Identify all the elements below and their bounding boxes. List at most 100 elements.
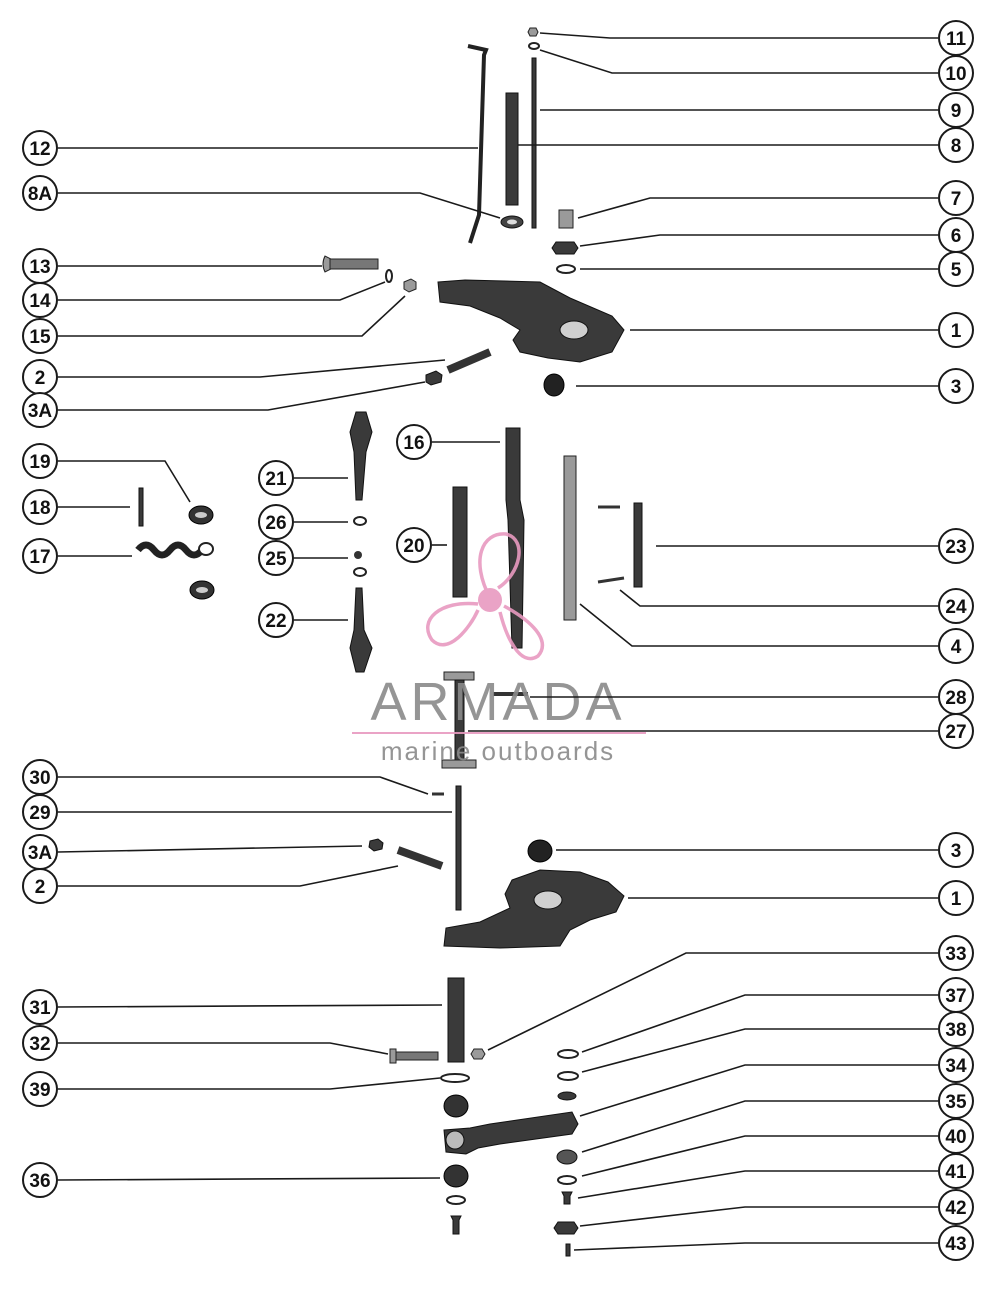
svg-text:23: 23 [945, 537, 966, 558]
callout-9: 9 [938, 92, 974, 128]
part-2-stud-bot [396, 846, 444, 870]
svg-text:14: 14 [29, 291, 51, 312]
svg-text:22: 22 [265, 611, 286, 632]
svg-text:16: 16 [403, 433, 424, 454]
part-34-lever [443, 1111, 579, 1155]
part-14-washer [385, 269, 393, 283]
callout-40: 40 [938, 1118, 974, 1154]
callout-8: 8 [938, 127, 974, 163]
callout-10: 10 [938, 55, 974, 91]
leader-39 [58, 1077, 441, 1090]
part-3a-nut-bot [368, 838, 384, 852]
leader-30 [58, 776, 429, 795]
part-22-link [349, 587, 373, 673]
callout-6: 6 [938, 217, 974, 253]
callout-17: 17 [22, 538, 58, 574]
callout-22: 22 [258, 602, 294, 638]
callout-7: 7 [938, 180, 974, 216]
svg-text:24: 24 [945, 597, 967, 618]
svg-text:34: 34 [945, 1056, 967, 1077]
callout-28: 28 [938, 679, 974, 715]
callout-2-top: 2 [22, 359, 58, 395]
svg-text:2: 2 [35, 877, 46, 898]
part-38-washer [557, 1071, 579, 1081]
callout-24: 24 [938, 588, 974, 624]
part-29-rod [455, 785, 462, 911]
callout-13: 13 [22, 248, 58, 284]
part-7-bushing [558, 209, 574, 229]
svg-text:33: 33 [945, 944, 966, 965]
watermark-tagline: marine outboards [381, 736, 615, 766]
svg-text:17: 17 [29, 547, 50, 568]
callout-18: 18 [22, 489, 58, 525]
callout-3-top: 3 [938, 368, 974, 404]
leader-35 [581, 1100, 938, 1153]
callout-35: 35 [938, 1083, 974, 1119]
part-23-rod [633, 502, 643, 588]
part-1-bracket-bot-hole [533, 890, 563, 910]
part-6-nut [551, 241, 579, 255]
part-19-grommet-b-hole [196, 587, 208, 593]
leader-10 [539, 49, 938, 74]
svg-text:8: 8 [951, 136, 962, 157]
svg-text:19: 19 [29, 452, 50, 473]
leader-37 [581, 994, 938, 1053]
callout-12: 12 [22, 130, 58, 166]
svg-text:21: 21 [265, 469, 287, 490]
leader-3a-bot [57, 845, 363, 853]
svg-text:40: 40 [945, 1127, 966, 1148]
leader-32 [58, 1042, 389, 1055]
part-8-sleeve [505, 92, 519, 206]
part-3-grommet-bot [527, 839, 553, 863]
part-40-washer [557, 1175, 577, 1185]
leader-24 [619, 589, 938, 607]
callout-3a-top: 3A [22, 392, 58, 428]
leader-lines [57, 32, 938, 1251]
propeller-logo-icon [426, 532, 545, 661]
part-27-base [441, 759, 477, 769]
callout-19: 19 [22, 443, 58, 479]
part-21-link [349, 411, 373, 501]
part-12-bent-rod [467, 44, 489, 244]
part-32-bolt-head [389, 1048, 397, 1064]
callout-43: 43 [938, 1225, 974, 1261]
part-18-pin [138, 487, 144, 527]
callout-34: 34 [938, 1047, 974, 1083]
callout-bubbles: 11 10 9 8 12 8A 7 6 5 13 14 15 1 2 3A 3 … [22, 20, 974, 1261]
callout-30: 30 [22, 759, 58, 795]
svg-text:32: 32 [29, 1034, 50, 1055]
svg-text:5: 5 [951, 260, 962, 281]
part-3-grommet-top [543, 373, 565, 397]
leader-14 [58, 281, 386, 301]
callout-31: 31 [22, 989, 58, 1025]
callout-33: 33 [938, 935, 974, 971]
part-19-grommet-hole [195, 512, 207, 518]
leader-15 [58, 295, 406, 337]
leader-7 [577, 197, 938, 219]
svg-text:3A: 3A [28, 843, 53, 864]
part-31-tube [447, 977, 465, 1063]
callout-25: 25 [258, 540, 294, 576]
svg-text:1: 1 [951, 889, 962, 910]
part-42-nut [553, 1221, 579, 1235]
part-2-stud-top [446, 348, 492, 374]
part-35-grommet [556, 1149, 578, 1165]
svg-text:35: 35 [945, 1092, 967, 1113]
svg-text:36: 36 [29, 1171, 50, 1192]
svg-text:15: 15 [29, 327, 51, 348]
callout-29: 29 [22, 794, 58, 830]
svg-text:9: 9 [951, 101, 962, 122]
part-34-washer [557, 1091, 577, 1101]
part-17-spring-end [198, 542, 214, 556]
svg-text:4: 4 [951, 637, 962, 658]
leader-36 [57, 1177, 441, 1181]
callout-4: 4 [938, 628, 974, 664]
part-43-screw [565, 1243, 571, 1257]
svg-text:25: 25 [265, 549, 287, 570]
svg-text:8A: 8A [28, 184, 53, 205]
callout-36: 36 [22, 1162, 58, 1198]
part-41-screw [561, 1191, 573, 1205]
callout-27: 27 [938, 713, 974, 749]
callout-42: 42 [938, 1189, 974, 1225]
